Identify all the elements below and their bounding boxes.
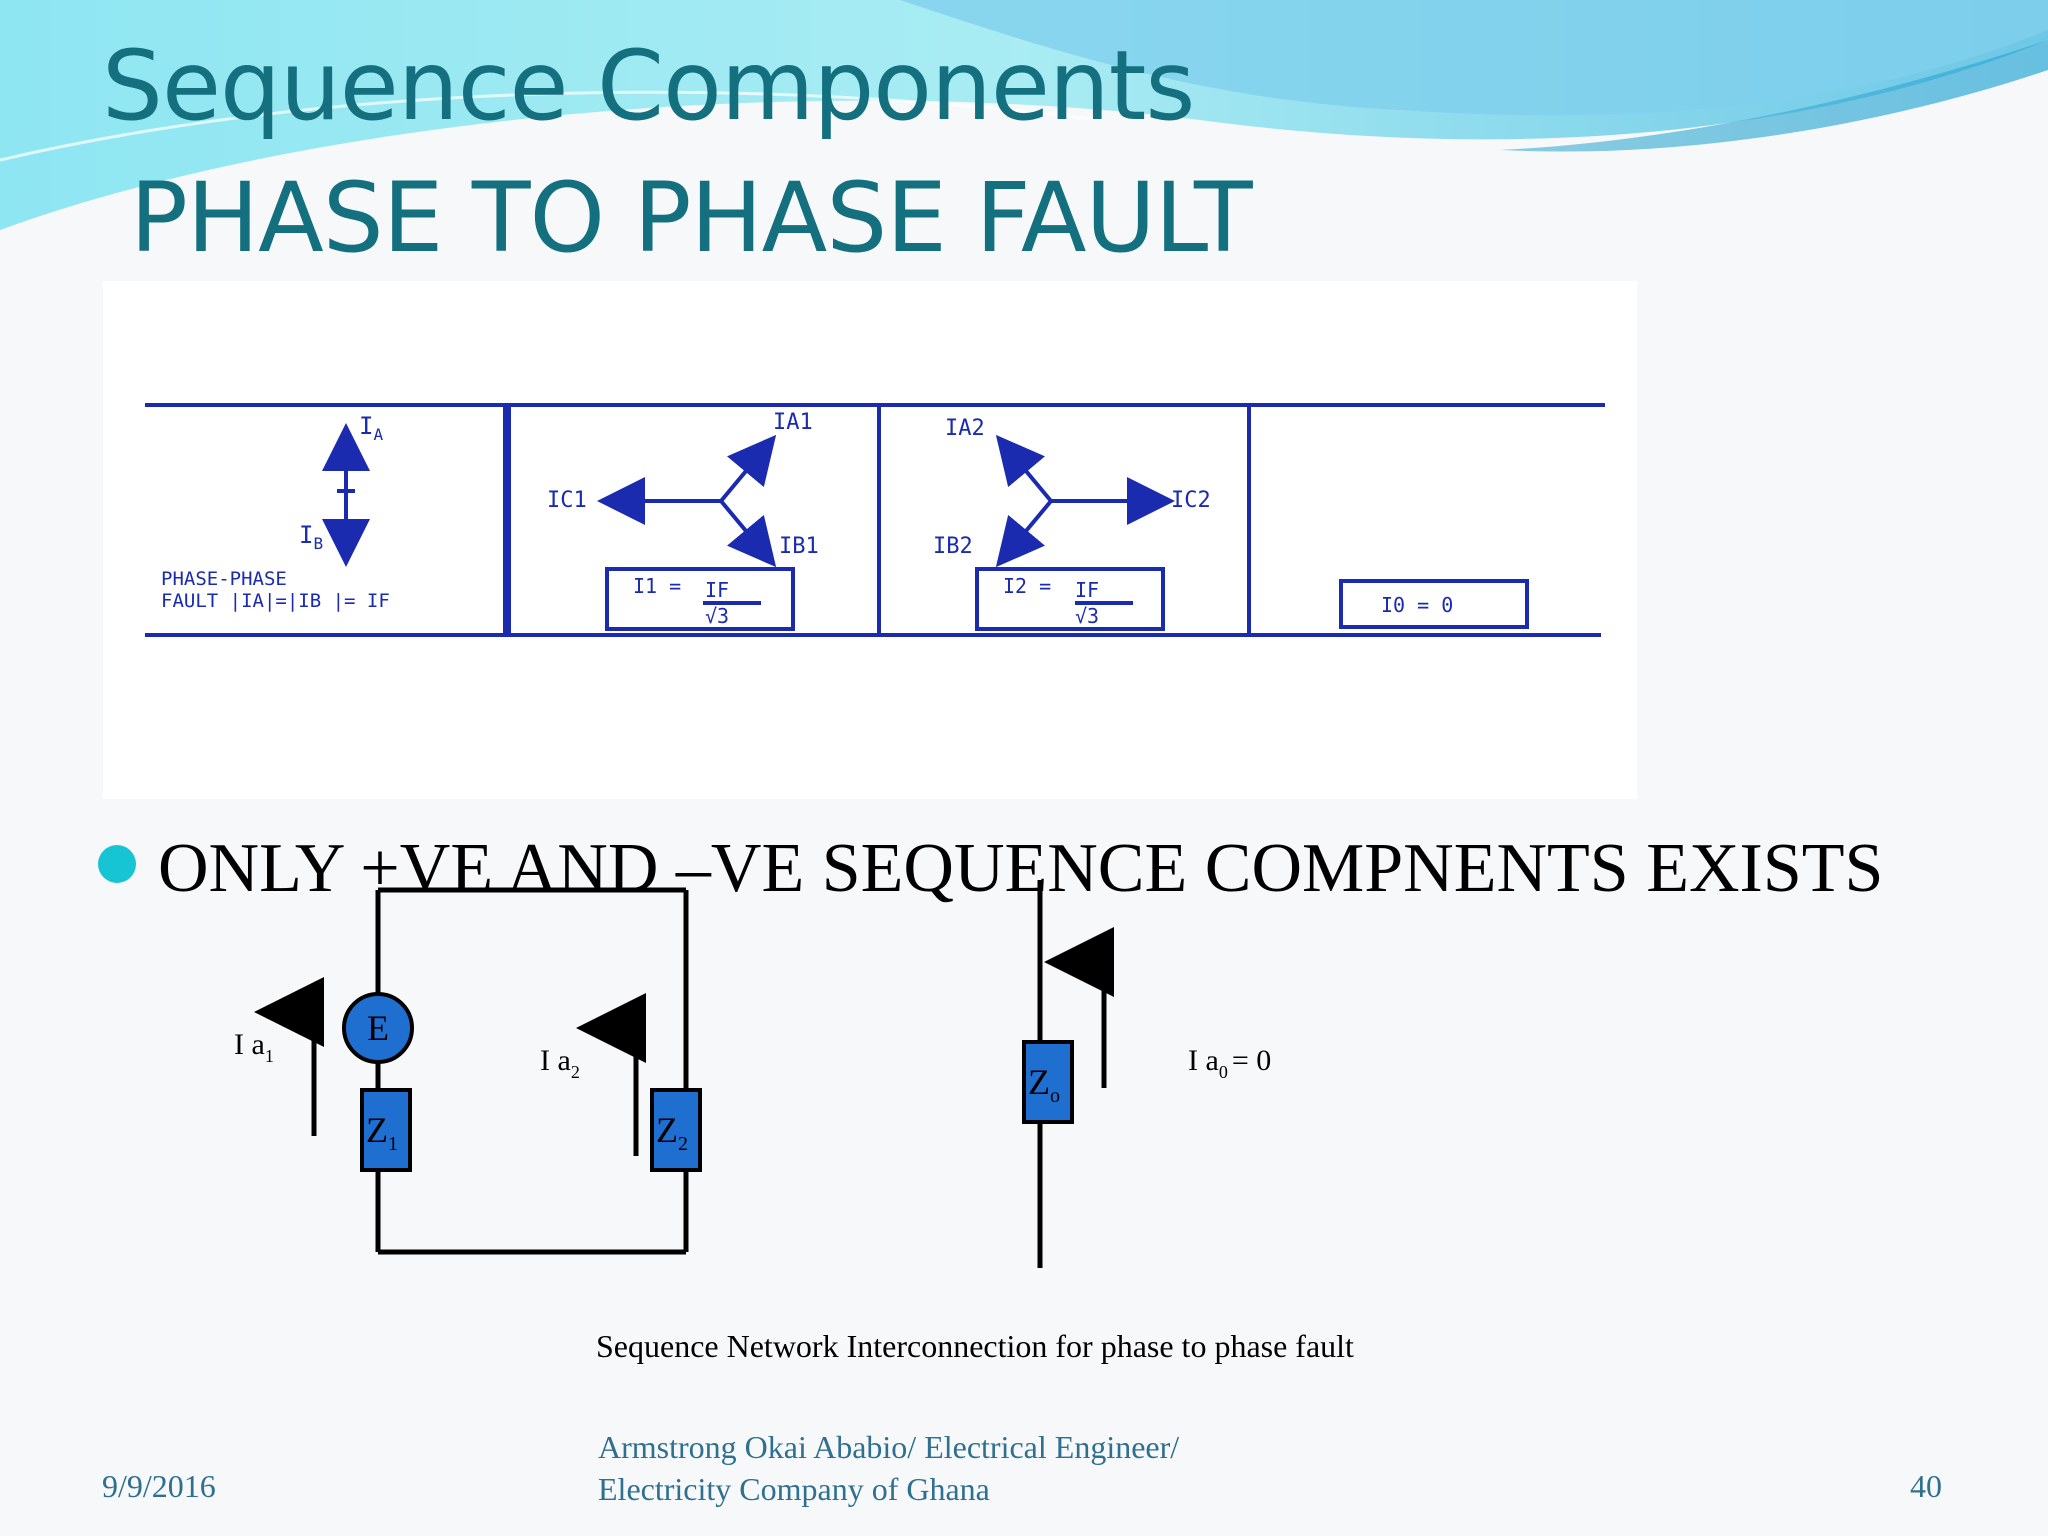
slide-subtitle: PHASE TO PHASE FAULT bbox=[130, 162, 1253, 274]
label-ia2: IA2 bbox=[945, 416, 985, 441]
diagram-caption: Sequence Network Interconnection for pha… bbox=[596, 1328, 1354, 1364]
phasor-diagram: IA IB PHASE-PHASE FAULT |IA|=|IB |= IF I… bbox=[145, 403, 1605, 637]
box1-lhs: I1 = bbox=[633, 574, 681, 598]
box1-numerator: IF bbox=[705, 578, 729, 602]
slide-title: Sequence Components bbox=[102, 30, 1195, 142]
phasor-diagram-panel: IA IB PHASE-PHASE FAULT |IA|=|IB |= IF I… bbox=[103, 281, 1637, 799]
z1-label: Z1 bbox=[366, 1110, 398, 1155]
box1-denominator: √3 bbox=[705, 604, 729, 628]
z0-label: Zo bbox=[1028, 1062, 1060, 1107]
label-ic2: IC2 bbox=[1171, 488, 1211, 513]
phasor-ia2-arrow bbox=[995, 434, 1053, 503]
impedance-z0 bbox=[1022, 1040, 1074, 1124]
source-e-label: E bbox=[367, 1008, 389, 1048]
bullet-text: ONLY +VE AND –VE SEQUENCE COMPNENTS EXIS… bbox=[158, 830, 1884, 907]
ia1-label: I a1 bbox=[234, 1028, 274, 1066]
footer-page-number: 40 bbox=[1910, 1468, 1942, 1504]
ia2-label: I a2 bbox=[540, 1044, 580, 1082]
impedance-z2 bbox=[650, 1088, 702, 1172]
footer-author: Armstrong Okai Ababio/ Electrical Engine… bbox=[598, 1426, 1179, 1510]
box3-text: I0 = 0 bbox=[1381, 593, 1453, 617]
box2-lhs: I2 = bbox=[1003, 574, 1051, 598]
phasor-ib1-arrow bbox=[719, 499, 777, 568]
positive-seq-box bbox=[605, 567, 795, 631]
fault-note-line2: FAULT |IA|=|IB |= IF bbox=[161, 590, 390, 612]
label-ib: IB bbox=[299, 521, 323, 553]
phasor-ia1-arrow bbox=[719, 434, 777, 503]
fault-note-line1: PHASE-PHASE bbox=[161, 568, 287, 590]
label-ia1: IA1 bbox=[773, 410, 813, 435]
label-ib2: IB2 bbox=[933, 534, 973, 559]
box2-numerator: IF bbox=[1075, 578, 1099, 602]
impedance-z1 bbox=[360, 1088, 412, 1172]
bullet-dot-icon bbox=[98, 845, 136, 883]
label-ib1: IB1 bbox=[779, 534, 819, 559]
label-ic1: IC1 bbox=[547, 488, 587, 513]
footer-author-line2: Electricity Company of Ghana bbox=[598, 1471, 990, 1507]
zero-seq-box bbox=[1339, 579, 1529, 629]
negative-seq-box bbox=[975, 567, 1165, 631]
label-ia: IA bbox=[359, 412, 383, 444]
phasor-ib2-arrow bbox=[995, 499, 1053, 568]
box2-denominator: √3 bbox=[1075, 604, 1099, 628]
footer-date: 9/9/2016 bbox=[102, 1468, 216, 1504]
ia0-label: I a0= 0 bbox=[1188, 1044, 1271, 1082]
z2-label: Z2 bbox=[656, 1110, 688, 1155]
footer-author-line1: Armstrong Okai Ababio/ Electrical Engine… bbox=[598, 1429, 1180, 1465]
